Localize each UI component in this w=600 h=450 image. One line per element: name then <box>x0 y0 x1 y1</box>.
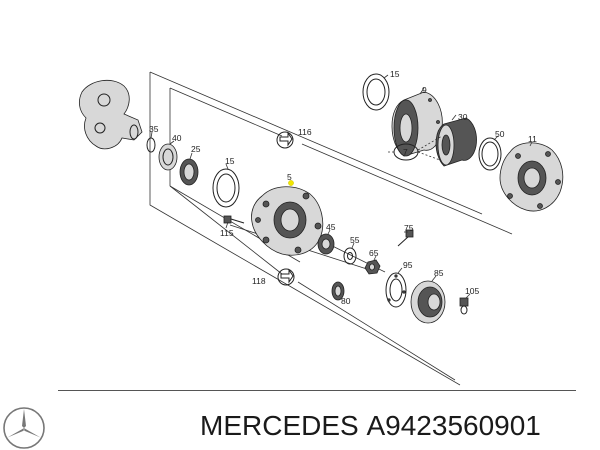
ring-15-upper <box>362 73 390 111</box>
label-15b: 15 <box>225 156 235 166</box>
label-35: 35 <box>149 124 159 134</box>
bolt-115 <box>223 215 245 229</box>
mercedes-star-icon <box>3 407 45 449</box>
label-80: 80 <box>341 296 351 306</box>
label-115: 115 <box>220 228 234 238</box>
label-75: 75 <box>404 223 414 233</box>
label-30: 30 <box>458 112 468 122</box>
label-25: 25 <box>191 144 201 154</box>
part-labels: 15 9 30 7 50 11 35 40 25 116 15 5 115 45… <box>149 69 537 306</box>
circular-arrow-icon-116 <box>276 131 294 149</box>
washer-55 <box>343 242 357 265</box>
label-105: 105 <box>465 286 479 296</box>
label-40: 40 <box>172 133 182 143</box>
highlight-marker <box>288 180 294 186</box>
label-116: 116 <box>298 127 312 137</box>
gasket-95 <box>385 267 407 308</box>
callout-7 <box>386 135 443 161</box>
label-5: 5 <box>287 172 292 182</box>
label-85: 85 <box>434 268 444 278</box>
nut-65 <box>364 255 381 275</box>
label-15a: 15 <box>390 69 400 79</box>
seal-ring-35 <box>146 131 156 153</box>
bearing-25 <box>179 152 199 186</box>
seal-ring-40 <box>158 140 178 171</box>
hub-5 <box>251 180 324 256</box>
drum-9 <box>391 87 443 157</box>
bearing-45 <box>317 229 335 255</box>
label-118: 118 <box>252 276 266 286</box>
bolt-105 <box>459 293 471 315</box>
label-55: 55 <box>350 235 360 245</box>
flange-11 <box>499 141 564 212</box>
ring-80 <box>331 281 345 301</box>
label-7: 7 <box>403 147 408 157</box>
brand-name: MERCEDES <box>200 410 359 441</box>
exploded-parts-diagram: 15 9 30 7 50 11 35 40 25 116 15 5 115 45… <box>78 69 564 386</box>
cap-85 <box>410 275 446 324</box>
ring-50 <box>478 135 502 171</box>
label-9: 9 <box>422 85 427 95</box>
label-95: 95 <box>403 260 413 270</box>
divider <box>58 390 576 391</box>
circular-arrow-icon-118 <box>277 268 295 286</box>
label-50: 50 <box>495 129 505 139</box>
bearing-30 <box>435 114 477 167</box>
label-45: 45 <box>326 222 336 232</box>
label-11: 11 <box>528 134 537 144</box>
knuckle-part <box>78 79 143 150</box>
ring-15-lower <box>212 163 240 208</box>
label-65: 65 <box>369 248 379 258</box>
part-caption: MERCEDES A9423560901 <box>200 409 598 443</box>
bolt-75 <box>397 229 414 247</box>
part-number: A9423560901 <box>366 410 541 441</box>
